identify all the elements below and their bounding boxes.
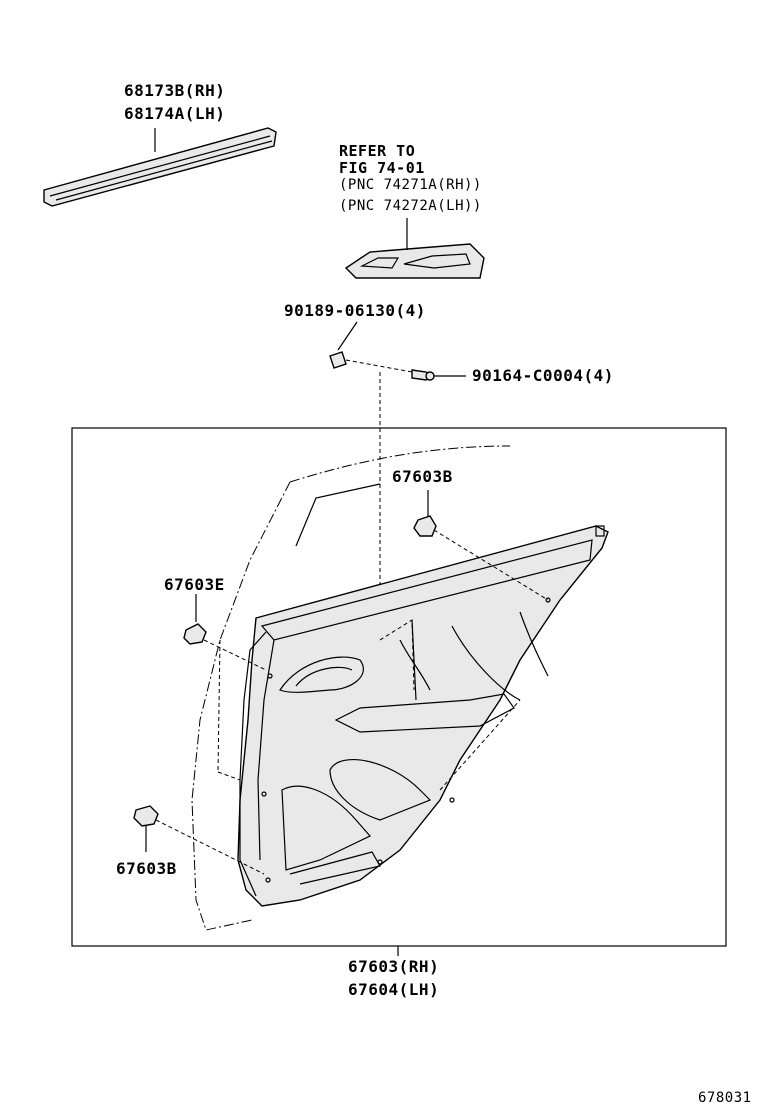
clip-left-label: 67603E <box>164 575 225 594</box>
window-switch-part <box>344 218 485 279</box>
door-outline-top <box>289 445 511 483</box>
door-outline-edge <box>191 481 291 931</box>
refer-line-2: FIG 74-01 <box>339 159 425 177</box>
nut-part <box>329 321 358 369</box>
clip-top-part <box>413 490 549 601</box>
belt-moulding-part <box>43 127 277 207</box>
door-trim-board-part <box>237 525 609 907</box>
refer-line-4: (PNC 74272A(LH)) <box>339 198 482 214</box>
moulding-lh-label: 68174A(LH) <box>124 104 226 123</box>
clip-left-part <box>183 594 267 671</box>
clip-bottom-part <box>133 805 265 875</box>
clip-top-label: 67603B <box>392 467 453 486</box>
assembly-frame <box>71 427 727 947</box>
clip-bottom-label: 67603B <box>116 859 177 878</box>
board-lh-label: 67604(LH) <box>348 980 440 999</box>
board-rh-label: 67603(RH) <box>348 957 440 976</box>
refer-line-3: (PNC 74271A(RH)) <box>339 177 482 193</box>
screw-part-label: 90164-C0004(4) <box>472 366 614 385</box>
moulding-rh-label: 68173B(RH) <box>124 81 226 100</box>
nut-part-label: 90189-06130(4) <box>284 301 426 320</box>
refer-line-1: REFER TO <box>339 142 416 160</box>
figure-number: 678031 <box>698 1090 752 1106</box>
